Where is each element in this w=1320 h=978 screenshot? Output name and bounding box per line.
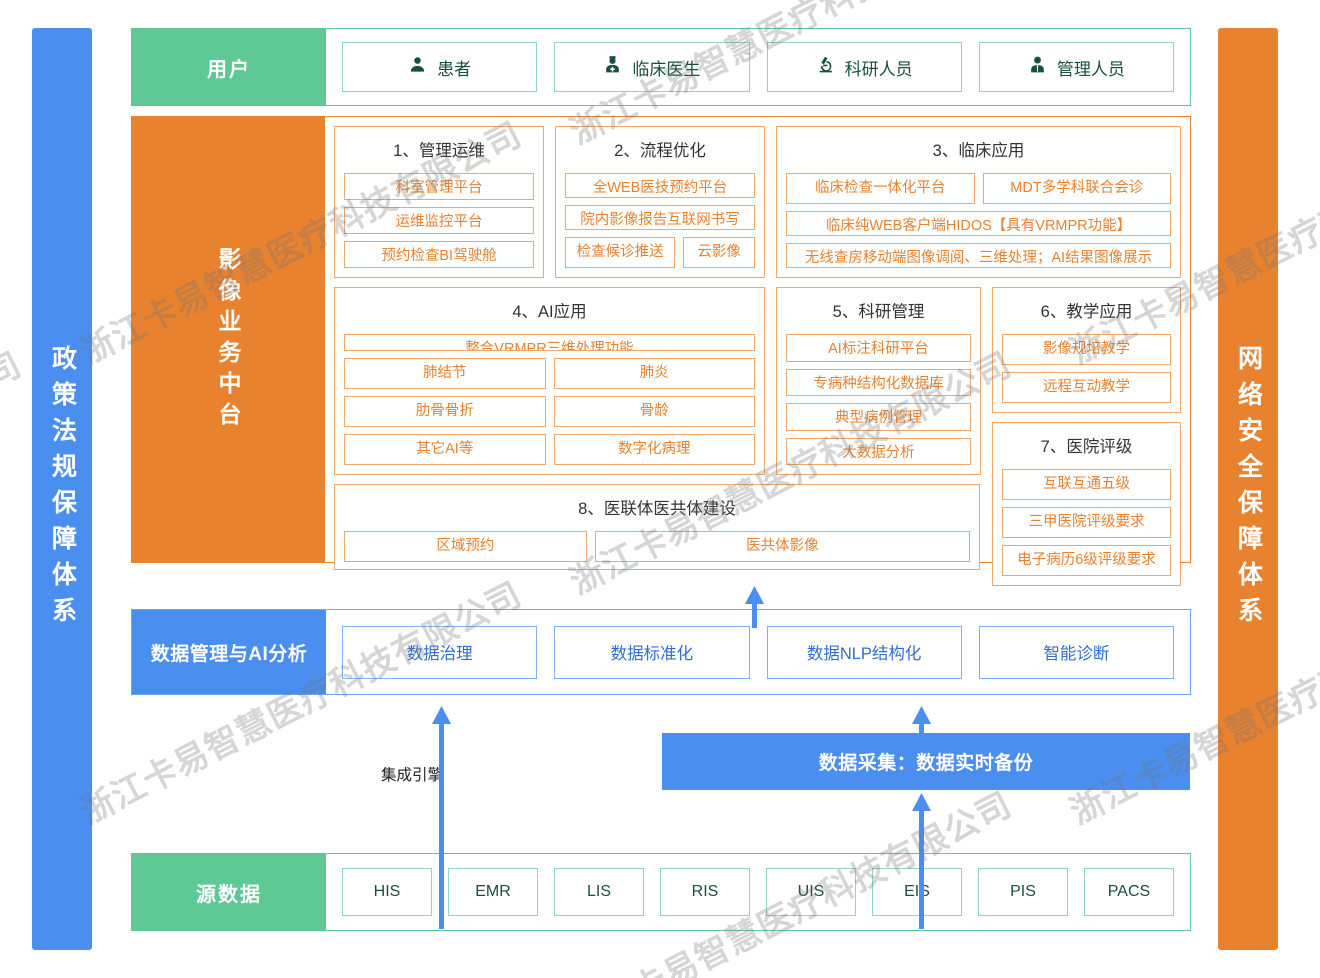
platform-group-4: 4、AI应用 整合VRMPR三维处理功能 肺结节 肺炎 肋骨骨折 骨龄 (334, 287, 765, 475)
arrow-collect-to-data (912, 706, 931, 748)
group-title: 2、流程优化 (614, 142, 706, 160)
imaging-platform-label: 影像业务中台 (131, 116, 325, 563)
data-card-governance[interactable]: 数据治理 (342, 625, 538, 679)
data-management-label: 数据管理与AI分析 (132, 610, 326, 694)
platform-group-7: 7、医院评级 互联互通五级 三甲医院评级要求 电子病历6级评级要求 (992, 422, 1181, 586)
doctor-icon (603, 55, 622, 79)
platform-item[interactable]: 专病种结构化数据库 (786, 368, 971, 396)
platform-group-1: 1、管理运维 科室管理平台 运维监控平台 预约检查BI驾驶舱 (334, 126, 544, 278)
group-title: 6、教学应用 (1040, 303, 1133, 321)
source-card-pacs[interactable]: PACS (1084, 868, 1174, 916)
platform-group-2: 2、流程优化 全WEB医技预约平台 院内影像报告互联网书写 检查候诊推送 云影像 (555, 126, 765, 278)
source-data-label: 源数据 (132, 854, 326, 930)
imaging-platform-band: 影像业务中台 1、管理运维 科室管理平台 运维监控平台 预约检查BI驾驶舱 2、… (131, 116, 1191, 586)
user-card-label: 患者 (437, 59, 472, 79)
users-band: 用户 患者 (131, 28, 1191, 106)
platform-group-6-7-column: 6、教学应用 影像规培教学 远程互动教学 7、医院评级 互联互通五级 三甲医院评… (992, 287, 1181, 586)
users-band-label: 用户 (132, 29, 326, 105)
data-collection-bar: 数据采集：数据实时备份 (662, 733, 1190, 790)
user-card-researcher[interactable]: 科研人员 (766, 42, 962, 92)
platform-group-5: 5、科研管理 AI标注科研平台 专病种结构化数据库 典型病例管理 大数据分析 (776, 287, 981, 475)
platform-item[interactable]: 互联互通五级 (1002, 469, 1171, 500)
source-card-emr[interactable]: EMR (448, 868, 538, 916)
platform-item[interactable]: 肺炎 (553, 358, 755, 389)
group-title: 8、医联体医共体建设 (578, 500, 736, 518)
source-card-lis[interactable]: LIS (554, 868, 644, 916)
group-title: 5、科研管理 (832, 303, 925, 321)
platform-item[interactable]: 影像规培教学 (1002, 334, 1171, 365)
platform-item[interactable]: 区域预约 (344, 531, 587, 562)
network-security-label: 网络安全保障体系 (1234, 345, 1263, 633)
user-card-patient[interactable]: 患者 (342, 42, 538, 92)
group-title: 4、AI应用 (512, 303, 587, 321)
user-card-label: 管理人员 (1056, 59, 1125, 79)
user-card-label: 临床医生 (632, 59, 701, 79)
source-card-eis[interactable]: EIS (872, 868, 962, 916)
integration-band: 集成引擎 数据采集：数据实时备份 (131, 695, 1191, 853)
platform-item[interactable]: 检查候诊推送 (565, 237, 676, 268)
manager-icon (1028, 55, 1047, 79)
platform-item[interactable]: 全WEB医技预约平台 (565, 173, 755, 198)
platform-item[interactable]: 云影像 (683, 237, 755, 268)
platform-item[interactable]: 运维监控平台 (344, 207, 534, 234)
policy-regulation-side-bar: 政策法规保障体系 (32, 28, 92, 950)
platform-item[interactable]: 肺结节 (344, 358, 546, 389)
platform-item[interactable]: 其它AI等 (344, 434, 546, 465)
platform-item[interactable]: 无线查房移动端图像调阅、三维处理；AI结果图像展示 (786, 243, 1171, 268)
arrow-data-to-platform (745, 586, 764, 628)
platform-item[interactable]: 三甲医院评级要求 (1002, 507, 1171, 538)
network-security-side-bar: 网络安全保障体系 (1218, 28, 1278, 950)
platform-item[interactable]: 临床纯WEB客户端HIDOS【具有VRMPR功能】 (786, 211, 1171, 236)
group-title: 7、医院评级 (1040, 438, 1133, 456)
microscope-icon (816, 55, 835, 79)
data-management-band: 数据管理与AI分析 数据治理 数据标准化 数据NLP结构化 智能诊断 (131, 609, 1191, 695)
platform-item[interactable]: 预约检查BI驾驶舱 (344, 241, 534, 268)
platform-item[interactable]: 大数据分析 (786, 437, 971, 465)
platform-item[interactable]: 肋骨骨折 (344, 396, 546, 427)
source-card-uis[interactable]: UIS (766, 868, 856, 916)
integration-engine-label: 集成引擎 (381, 767, 444, 784)
arrow-engine-to-data (432, 706, 451, 929)
data-card-nlp[interactable]: 数据NLP结构化 (766, 625, 962, 679)
user-card-clinician[interactable]: 临床医生 (554, 42, 750, 92)
source-card-his[interactable]: HIS (342, 868, 432, 916)
arrow-source-to-collect (912, 793, 931, 929)
platform-group-3: 3、临床应用 临床检查一体化平台 MDT多学科联合会诊 临床纯WEB客户端HID… (776, 126, 1181, 278)
user-card-administrator[interactable]: 管理人员 (978, 42, 1174, 92)
platform-group-8: 8、医联体医共体建设 区域预约 医共体影像 (334, 484, 980, 570)
platform-item[interactable]: 整合VRMPR三维处理功能 (344, 334, 755, 351)
architecture-main-column: 用户 患者 (131, 28, 1191, 931)
source-card-pis[interactable]: PIS (978, 868, 1068, 916)
platform-item[interactable]: 典型病例管理 (786, 403, 971, 431)
data-card-standardization[interactable]: 数据标准化 (554, 625, 750, 679)
platform-item[interactable]: 骨龄 (553, 396, 755, 427)
imaging-platform-label-text: 影像业务中台 (215, 246, 241, 433)
platform-item[interactable]: 医共体影像 (594, 531, 970, 562)
user-card-label: 科研人员 (844, 59, 913, 79)
platform-item[interactable]: 电子病历6级评级要求 (1002, 545, 1171, 576)
platform-item[interactable]: AI标注科研平台 (786, 334, 971, 362)
platform-item[interactable]: 远程互动教学 (1002, 372, 1171, 403)
platform-item[interactable]: 数字化病理 (553, 434, 755, 465)
group-title: 3、临床应用 (932, 142, 1025, 160)
platform-item[interactable]: 院内影像报告互联网书写 (565, 205, 755, 230)
source-card-ris[interactable]: RIS (660, 868, 750, 916)
platform-item[interactable]: 科室管理平台 (344, 173, 534, 200)
platform-item[interactable]: MDT多学科联合会诊 (982, 173, 1171, 204)
group-title: 1、管理运维 (393, 142, 485, 160)
platform-item[interactable]: 临床检查一体化平台 (786, 173, 975, 204)
source-data-band: 源数据 HIS EMR LIS RIS UIS EIS PIS PACS (131, 853, 1191, 931)
policy-regulation-label: 政策法规保障体系 (48, 345, 77, 633)
patient-icon (408, 55, 427, 79)
platform-group-6: 6、教学应用 影像规培教学 远程互动教学 (992, 287, 1181, 413)
data-card-intelligent-diagnosis[interactable]: 智能诊断 (978, 625, 1174, 679)
